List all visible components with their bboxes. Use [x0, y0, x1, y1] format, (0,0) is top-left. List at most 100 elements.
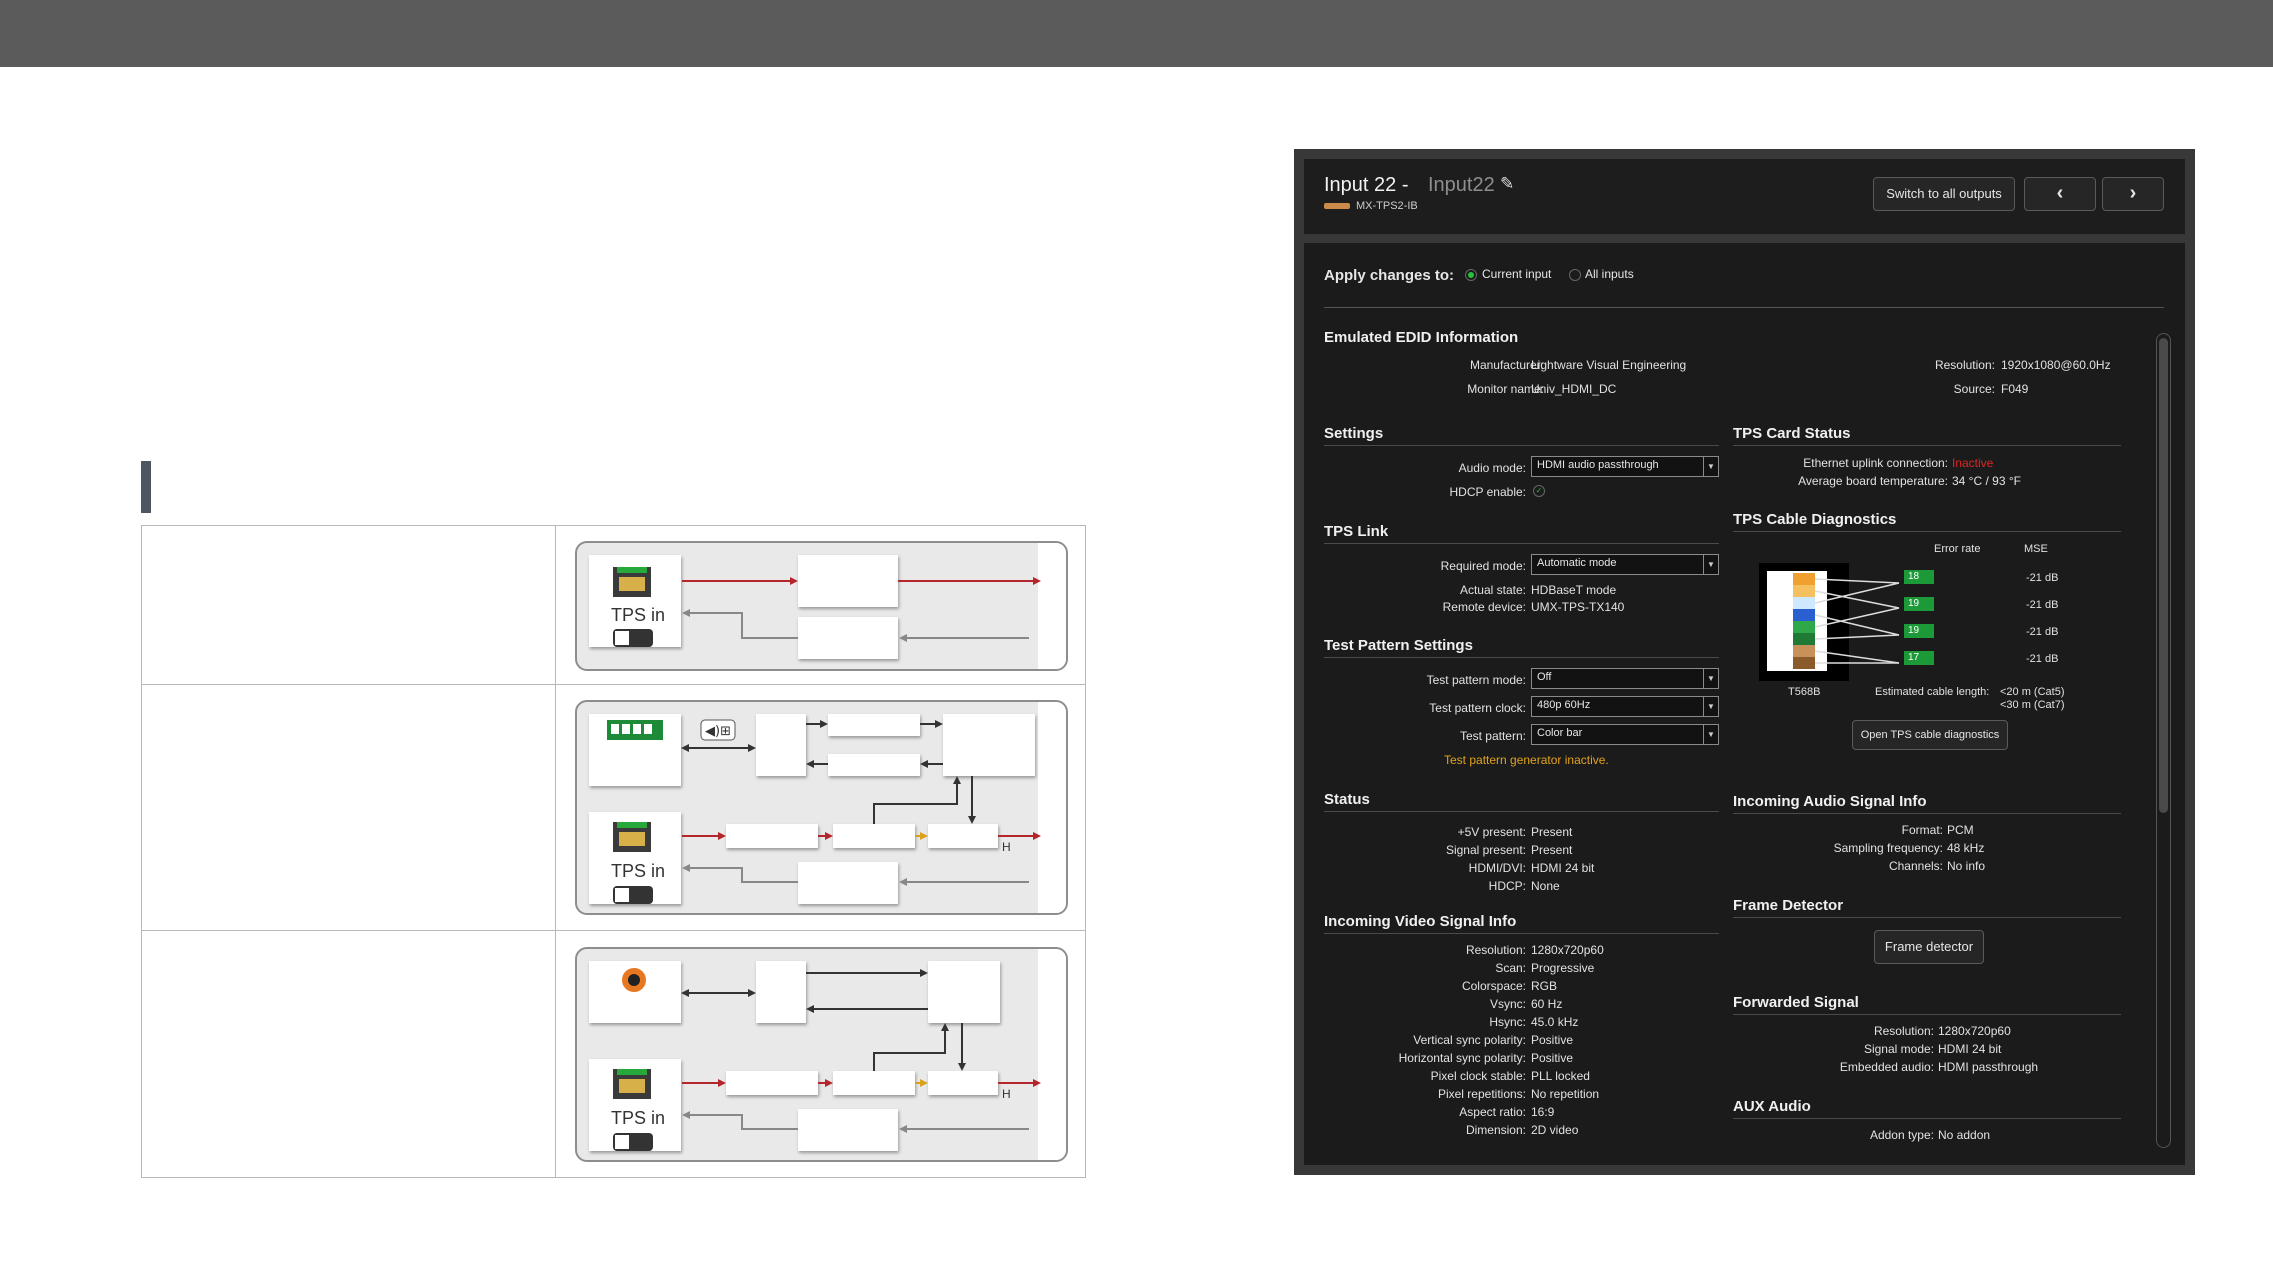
video-info-label: Vsync: [1489, 997, 1526, 1011]
audio-mode-label: Audio mode: [1458, 461, 1526, 475]
manufacturer-label: Manufacturer: [1469, 358, 1544, 372]
video-info-value: PLL locked [1531, 1069, 1590, 1083]
audio-info-label: Sampling frequency: [1833, 841, 1943, 855]
edid-source-value: F049 [2001, 382, 2029, 396]
test-pattern-clock-label: Test pattern clock: [1429, 701, 1526, 715]
scrollbar-thumb[interactable] [2159, 338, 2168, 813]
audio-info-label: Format: [1901, 823, 1943, 837]
signal-diagram-analog-tps: TPS in H [575, 947, 1068, 1162]
hdcp-enable-checkbox[interactable]: ✓ [1533, 485, 1545, 497]
chevron-down-icon: ▼ [1703, 457, 1718, 476]
status-label: HDMI/DVI: [1468, 861, 1526, 875]
switch-to-all-outputs-button[interactable]: Switch to all outputs [1873, 177, 2015, 211]
mse-value: -21 dB [2026, 626, 2059, 638]
actual-state-value: HDBaseT mode [1531, 583, 1617, 597]
video-info-value: Positive [1531, 1033, 1574, 1047]
cable-length-cat5: <20 m (Cat5) [2000, 686, 2065, 698]
status-label: +5V present: [1457, 825, 1526, 839]
tps-in-label: TPS in [611, 605, 666, 625]
input-settings-panel: Input 22 - Input22 ✎ MX-TPS2-IB Switch t… [1294, 149, 2195, 1175]
edid-resolution-value: 1920x1080@60.0Hz [2001, 358, 2111, 372]
signal-diagram-tps: TPS in [575, 541, 1068, 671]
process-block [798, 862, 898, 904]
previous-input-button[interactable]: ‹ [2024, 177, 2096, 211]
audio-info-value: PCM [1947, 823, 1974, 837]
mse-value: -21 dB [2026, 572, 2059, 584]
board-temperature-label: Average board temperature: [1798, 474, 1948, 488]
test-pattern-mode-select[interactable]: Off▼ [1531, 668, 1719, 689]
video-info-label: Aspect ratio: [1459, 1105, 1526, 1119]
signal-diagram-audio-tps: TPS in H ◀)⊞ [575, 700, 1068, 915]
process-block [928, 1071, 998, 1095]
video-info-label: Vertical sync polarity: [1413, 1033, 1526, 1047]
edid-source-label: Source: [1953, 382, 1995, 396]
process-block [756, 961, 806, 1023]
hdcp-enable-label: HDCP enable: [1449, 485, 1527, 499]
current-input-option[interactable]: Current input [1482, 267, 1552, 281]
process-block [833, 1071, 915, 1095]
process-block [798, 617, 898, 659]
test-pattern-select[interactable]: Color bar▼ [1531, 724, 1719, 745]
input-name: Input22 [1428, 174, 1495, 196]
forwarded-label: Signal mode: [1863, 1042, 1934, 1056]
edid-section-title: Emulated EDID Information [1324, 329, 1519, 346]
required-mode-select[interactable]: Automatic mode▼ [1531, 554, 1719, 575]
tps-card-section-title: TPS Card Status [1733, 425, 1851, 442]
diagram-lines [613, 968, 1041, 1151]
status-value: HDMI 24 bit [1531, 861, 1595, 875]
table-row-divider [142, 684, 1085, 685]
status-value: None [1531, 879, 1560, 893]
video-info-value: Progressive [1531, 961, 1595, 975]
input-title: Input 22 - [1324, 174, 1409, 196]
test-pattern-inactive-note: Test pattern generator inactive. [1444, 753, 1609, 767]
forwarded-signal-section-title: Forwarded Signal [1733, 994, 1859, 1011]
cable-length-cat7: <30 m (Cat7) [2000, 699, 2065, 711]
addon-type-label: Addon type: [1869, 1128, 1934, 1142]
frame-detector-button[interactable]: Frame detector [1874, 930, 1984, 964]
audio-mode-select[interactable]: HDMI audio passthrough▼ [1531, 456, 1719, 477]
chevron-down-icon: ▼ [1703, 697, 1718, 716]
chevron-down-icon: ▼ [1703, 725, 1718, 744]
forwarded-label: Embedded audio: [1839, 1060, 1934, 1074]
mse-header: MSE [2024, 543, 2048, 555]
manufacturer-value: Lightware Visual Engineering [1531, 358, 1687, 372]
forwarded-label: Resolution: [1873, 1024, 1934, 1038]
video-info-value: 60 Hz [1531, 997, 1563, 1011]
tps-in-label: TPS in [611, 861, 666, 881]
process-block [833, 824, 915, 848]
tps-link-section-title: TPS Link [1324, 523, 1389, 540]
process-block [798, 1109, 898, 1151]
chevron-down-icon: ▼ [1703, 555, 1718, 574]
current-input-radio[interactable] [1465, 269, 1477, 281]
addon-type-value: No addon [1938, 1128, 1991, 1142]
monitor-name-label: Monitor name: [1467, 382, 1544, 396]
video-info-label: Horizontal sync polarity: [1398, 1051, 1526, 1065]
video-info-value: 45.0 kHz [1531, 1015, 1579, 1029]
audio-info-label: Channels: [1888, 859, 1943, 873]
video-info-value: No repetition [1531, 1087, 1600, 1101]
video-info-label: Pixel repetitions: [1437, 1087, 1526, 1101]
audio-info-value: 48 kHz [1947, 841, 1985, 855]
process-block [756, 714, 806, 776]
remote-device-label: Remote device: [1442, 600, 1526, 614]
aux-audio-section-title: AUX Audio [1733, 1098, 1811, 1115]
diagram-lines: ◀)⊞ [607, 719, 1041, 904]
error-rate-bar: 18 [1904, 570, 1934, 584]
h-label: H [1002, 1087, 1011, 1101]
process-block [828, 714, 920, 736]
forwarded-value: HDMI 24 bit [1938, 1042, 2002, 1056]
test-pattern-mode-label: Test pattern mode: [1426, 673, 1526, 687]
next-input-button[interactable]: › [2102, 177, 2164, 211]
panel-scrollbar[interactable] [2156, 333, 2171, 1148]
settings-section-title: Settings [1324, 425, 1384, 442]
open-tps-cable-diagnostics-button[interactable]: Open TPS cable diagnostics [1852, 720, 2008, 750]
video-info-label: Resolution: [1465, 943, 1526, 957]
rj45-connector-diagram [1759, 563, 1900, 681]
process-block [928, 961, 1000, 1023]
test-pattern-clock-select[interactable]: 480p 60Hz▼ [1531, 696, 1719, 717]
all-inputs-radio[interactable] [1569, 269, 1581, 281]
process-block [726, 824, 818, 848]
all-inputs-option[interactable]: All inputs [1585, 267, 1634, 281]
error-rate-bar: 19 [1904, 597, 1934, 611]
edit-icon[interactable]: ✎ [1500, 174, 1515, 193]
